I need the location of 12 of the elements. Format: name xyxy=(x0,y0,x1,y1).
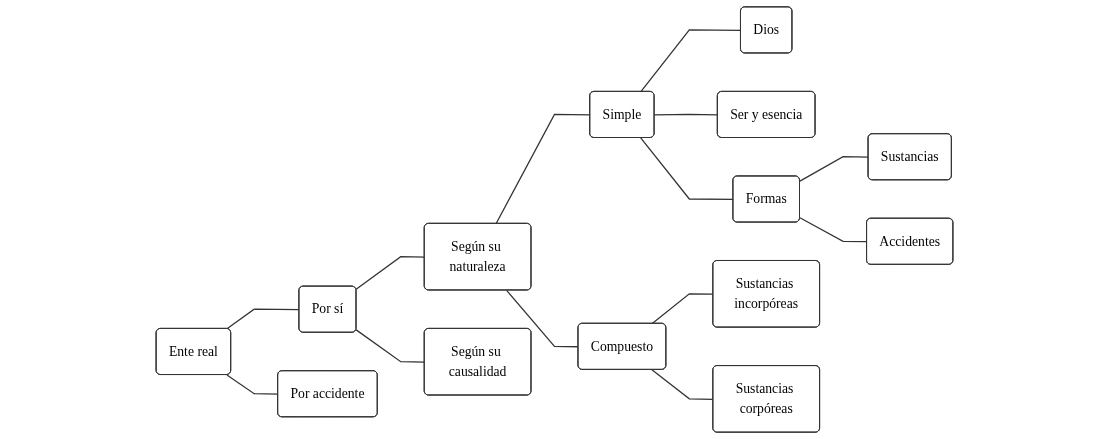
connector xyxy=(226,374,279,395)
connector xyxy=(355,329,426,363)
connector xyxy=(651,369,714,400)
connector xyxy=(640,29,742,93)
connector xyxy=(495,113,591,225)
connector xyxy=(355,256,426,290)
connector xyxy=(640,137,734,201)
connector xyxy=(226,308,300,330)
connector xyxy=(799,217,868,243)
connector xyxy=(651,293,714,325)
connector xyxy=(653,113,719,116)
connector xyxy=(799,156,870,182)
